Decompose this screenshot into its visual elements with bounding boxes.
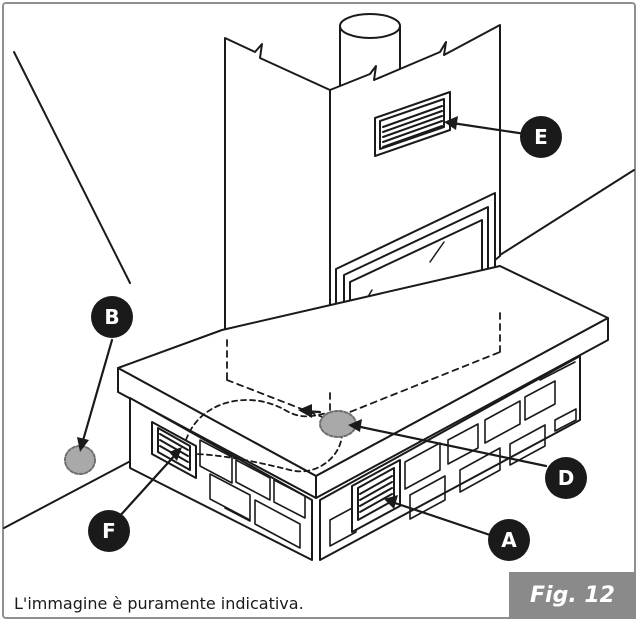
label-e-text: E [534,125,548,149]
base-slab-right-edge [315,317,609,499]
figure-number: Fig. 12 [530,583,615,608]
label-f: F [88,510,130,552]
base-vent-grille-left [151,421,197,479]
room-corner-line [13,51,131,284]
label-b-text: B [104,305,119,329]
figure-caption: L'immagine è puramente indicativa. [14,594,304,613]
label-b: B [91,296,133,338]
stone-pattern-right [329,361,577,547]
room-wall-floor-line-right [499,169,635,256]
air-duct-path [185,399,343,473]
label-d: D [545,457,587,499]
label-f-text: F [102,519,116,543]
room-wall-floor-line [3,455,141,529]
arrow-heads [77,116,458,509]
base-vent-grille-right [351,459,401,533]
label-d-text: D [558,466,575,490]
stone-pattern-left [199,439,306,549]
label-a: A [488,519,530,561]
label-e: E [520,116,562,158]
figure-number-badge: Fig. 12 [509,572,636,619]
label-a-text: A [501,528,517,552]
hood-vent-grille [374,91,451,157]
flue-pipe [339,13,401,89]
leader-arrows [80,121,548,539]
